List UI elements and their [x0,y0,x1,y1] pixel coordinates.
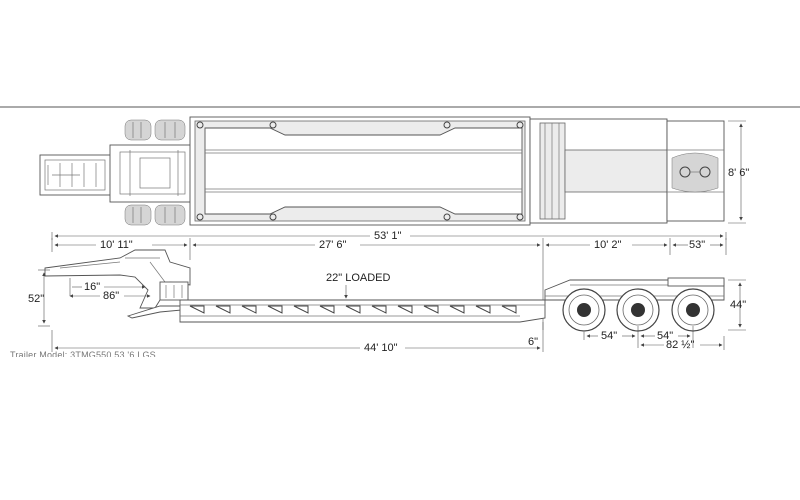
deck-height-dimension: 22" LOADED [326,272,390,299]
section-length-dimensions: 10' 11" 27' 6" 10' 2" 53" [51,238,727,330]
overall-length-dimension: 53' 1" [51,230,727,242]
ground-clearance-dimension: 6" [528,322,544,348]
axle-spread-1-label: 54" [601,330,617,342]
kingpin-setting-label: 86" [103,290,119,302]
rear-section-length-label: 10' 2" [594,239,622,251]
axle-spread-2-label: 54" [657,330,673,342]
kingpin-dimension: 86" [69,290,151,302]
tie-down-rings [196,121,524,221]
ground-clearance-label: 6" [528,336,538,348]
neck-length-label: 10' 11" [100,239,133,251]
overall-width-label: 8' 6" [728,167,749,179]
rear-overhang-label: 53" [689,239,705,251]
total-length-dimension: 44' 10" [51,330,544,354]
axle-span-total-label: 82 ½" [666,339,694,351]
rear-deck-height-dimension: 44" [728,279,746,331]
deck-length-label: 27' 6" [319,239,347,251]
width-dimension: 8' 6" [728,120,749,224]
side-view [44,249,725,332]
rear-wheels [562,288,715,332]
deck-height-label: 22" LOADED [326,272,390,284]
overall-length-label: 53' 1" [374,230,402,242]
neck-drop-dimension: 16" [69,278,146,296]
crossmember-gussets [189,305,517,314]
axle-spread-dimensions: 54" 54" 82 ½" [583,326,725,351]
total-length-label: 44' 10" [364,342,398,354]
neck-drop-label: 16" [84,281,100,293]
plan-view [39,116,725,226]
fifth-wheel-height-dimension: 52" [28,269,50,327]
rear-deck-height-label: 44" [730,299,746,311]
trailer-model-caption: Trailer Model: 3TMG550 53 '6 LGS [10,350,156,357]
front-tire-group [124,119,186,226]
fifth-wheel-height-label: 52" [28,293,44,305]
